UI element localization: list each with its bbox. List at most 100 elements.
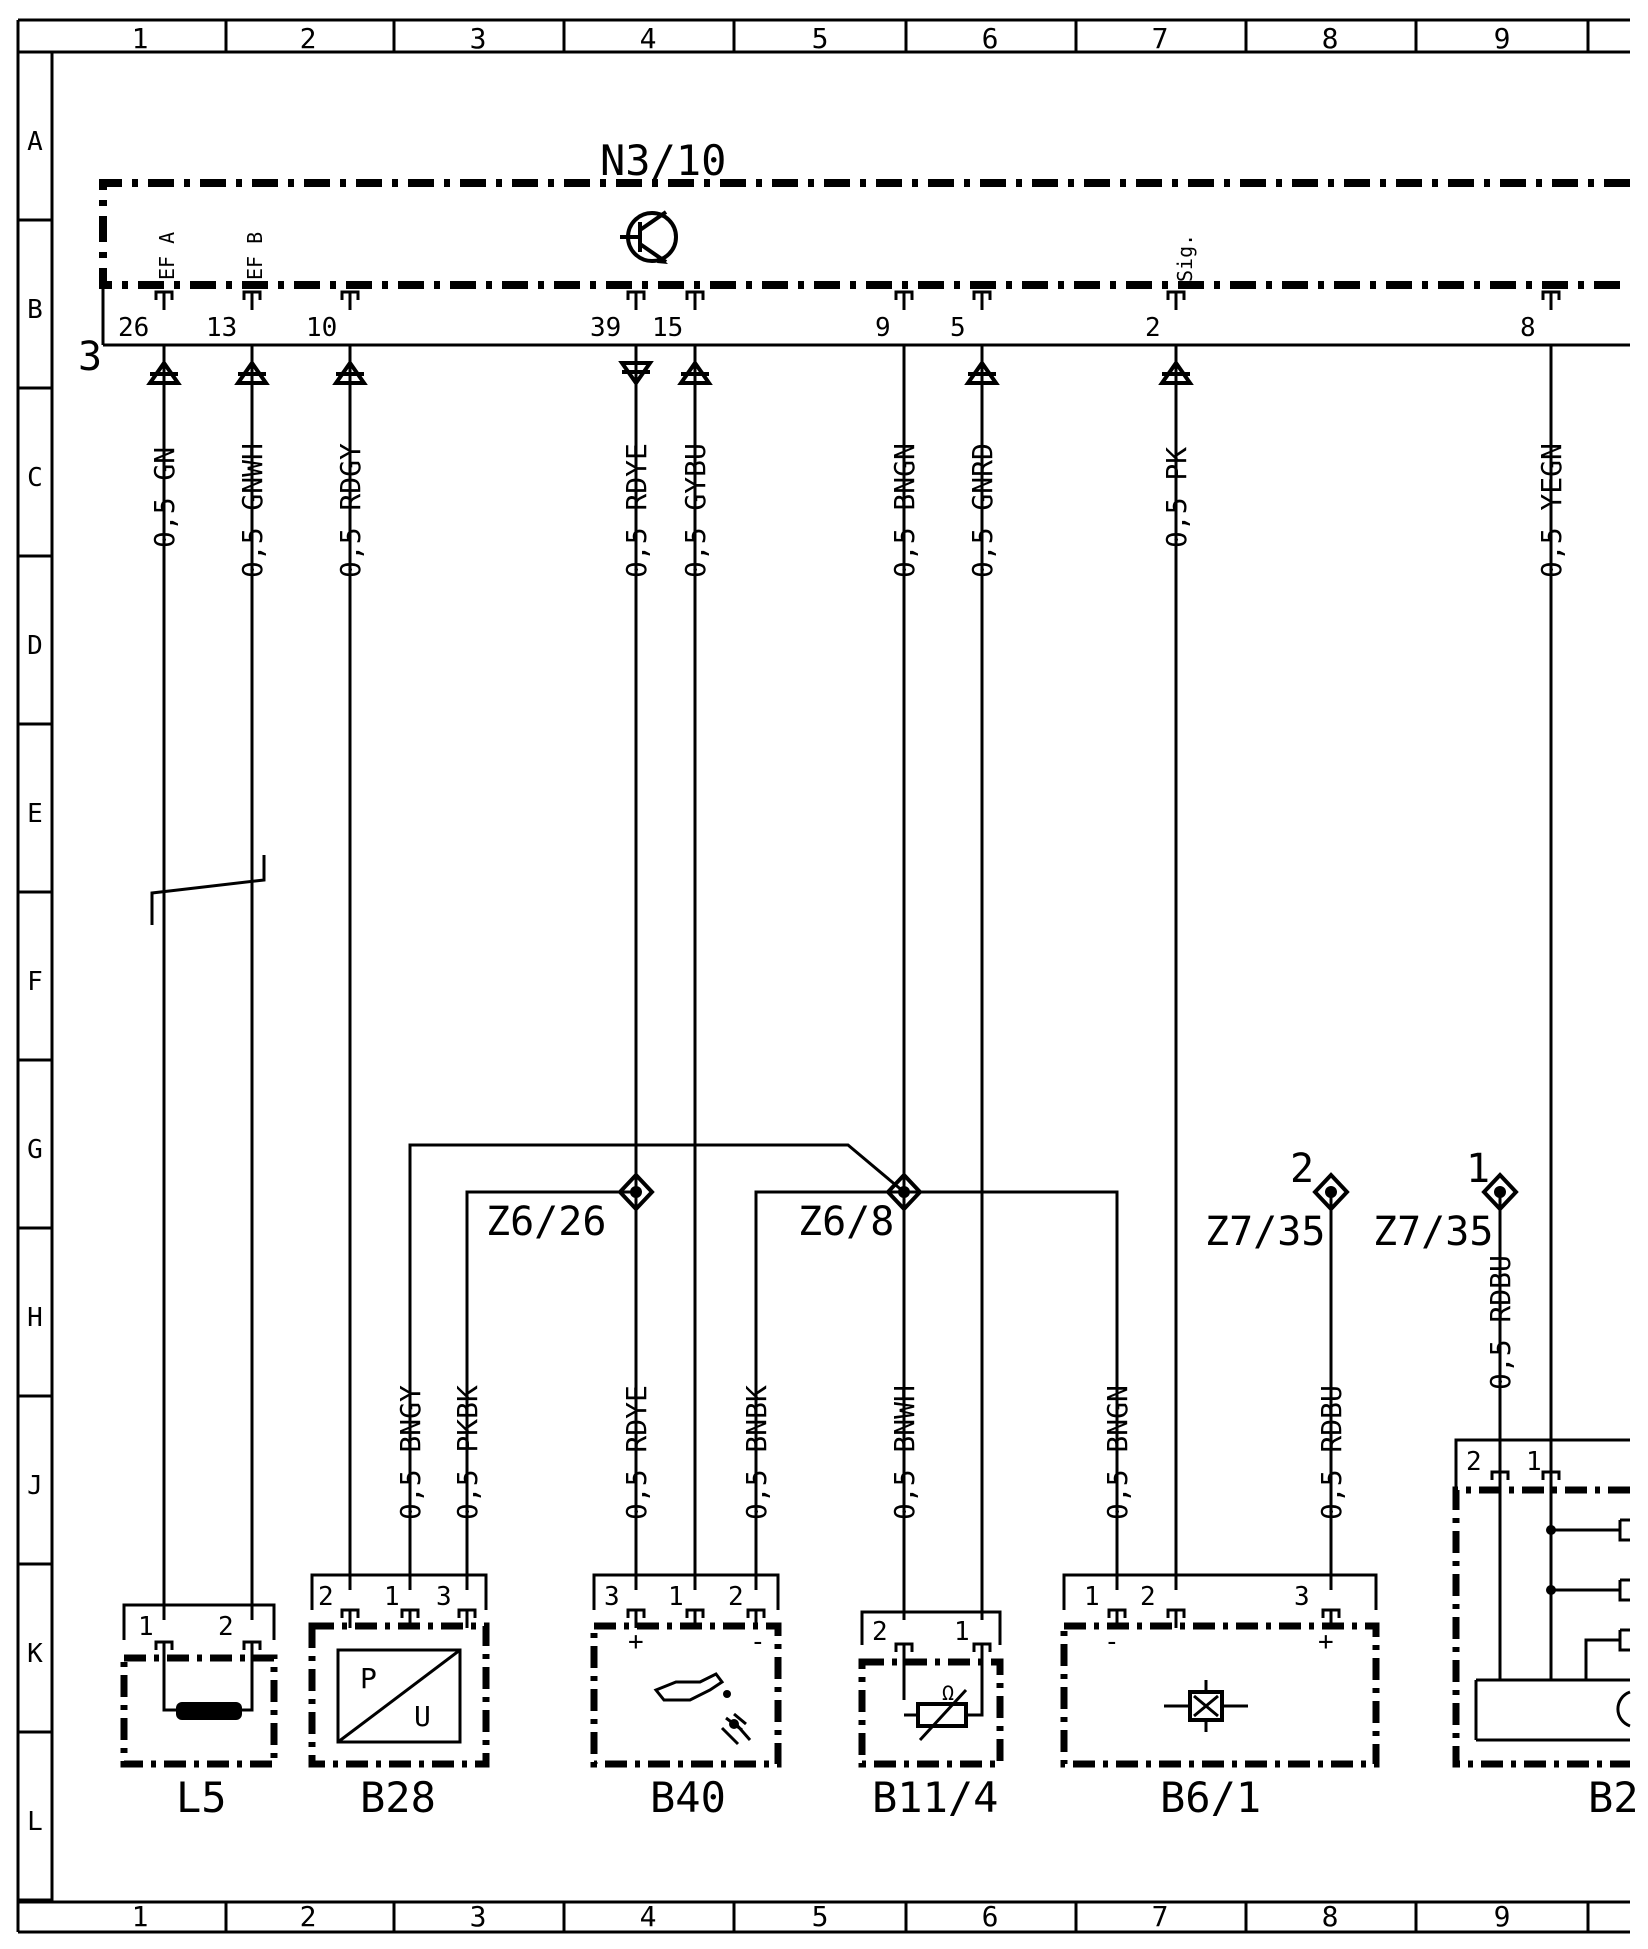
wire-label: 0,5 RDBU [1315,1385,1348,1520]
pin-connector-icon [746,1608,766,1628]
component-b6-1[interactable]: - + 1 2 3 B6/1 [1060,1573,1380,1822]
pin-number: 1 [668,1582,684,1612]
coil-icon [176,1702,242,1720]
pin-number: 2 [1466,1447,1482,1477]
wire-bnbk[interactable] [754,1190,904,1590]
transistor-icon [620,210,678,264]
row-letter: E [27,799,43,829]
pin-connector-icon [154,290,174,310]
pin-number: 3 [604,1582,620,1612]
pin-connector-icon [626,290,646,310]
wire-label: 0,5 YEGN [1535,443,1568,578]
splice-z7-35-pin2[interactable]: Z7/35 2 [1205,1146,1350,1255]
row-letter: A [27,127,43,157]
wire-bngn-lower[interactable] [904,1190,1119,1590]
col-num: 5 [812,22,829,55]
row-letter: L [27,1807,43,1837]
lower-wire-labels: 0,5 BNGY 0,5 PKBK 0,5 RDYE 0,5 BNBK 0,5 … [394,1255,1517,1520]
pin-connector-icon [1166,1608,1186,1628]
control-unit-n3-10[interactable]: N3/10 3 EF A EF B Sig. 26 13 10 39 15 9 … [78,136,1630,380]
column-numbers-top: 1 2 3 4 5 6 7 8 9 [132,22,1511,55]
col-num: 2 [300,22,317,55]
component-pin-marks [154,1470,1561,1662]
pin-connector-icon [340,290,360,310]
pin-number: 2 [1140,1582,1156,1612]
pin-number: 1 [384,1582,400,1612]
component-label: B28 [360,1773,436,1822]
component-label: B40 [650,1773,726,1822]
row-letter: H [27,1303,43,1333]
col-num: 6 [982,1900,999,1933]
component-l5[interactable]: 1 2 L5 [120,1603,278,1822]
pin-connector-icon [1541,290,1561,310]
col-num: 5 [812,1900,829,1933]
sensor-symbol-u: U [414,1700,431,1733]
col-num: 1 [132,1900,149,1933]
pin-number: 3 [436,1582,452,1612]
pin-number: 10 [306,313,337,343]
pin-connector-icon [894,1642,914,1662]
wire-pkbk[interactable] [465,1190,636,1590]
pin-number: 2 [1145,313,1161,343]
pin-number: 1 [954,1617,970,1647]
splice-z7-35-pin1[interactable]: Z7/35 1 [1373,1146,1519,1255]
pin-connector-icon [400,1608,420,1628]
splice-z6-8[interactable]: Z6/8 [798,1172,923,1245]
component-outline [858,1658,1004,1768]
pin-number: 2 [872,1617,888,1647]
component-b11-4[interactable]: Ω 2 1 B11/4 [858,1610,1004,1822]
pin-number: 26 [118,313,149,343]
pin-connector-icon [685,1608,705,1628]
col-num: 1 [132,22,149,55]
pin-number: 1 [138,1612,154,1642]
polarity-plus: + [628,1627,644,1657]
wire-label: 0,5 BNBK [740,1385,773,1520]
wire-label: 0,5 BNGY [394,1385,427,1520]
component-b40[interactable]: + - 3 1 2 B40 [590,1573,782,1822]
pin-connector-icon [1107,1608,1127,1628]
component-outline [1060,1622,1380,1768]
component-b2[interactable]: 2 1 B2 [1452,1438,1639,1822]
component-outline [308,1622,490,1768]
wire-label: 0,5 RDBU [1484,1255,1517,1390]
col-num: 9 [1494,1900,1511,1933]
splice-label: Z7/35 [1373,1209,1493,1255]
sensor-symbol-p: P [360,1662,377,1695]
row-letter: C [27,463,43,493]
oil-sensor-icon [653,1672,752,1746]
row-letter: B [27,295,43,325]
splices: Z6/26 Z6/8 Z7/35 2 Z7/35 1 [486,1146,1519,1255]
pin-number: 9 [875,313,891,343]
col-num: 4 [640,22,657,55]
wire-bngy[interactable] [408,1143,905,1590]
pin-connector-icon [242,290,262,310]
splice-z6-26[interactable]: Z6/26 [486,1172,655,1245]
component-outline [590,1622,782,1768]
polarity-plus: + [1318,1627,1334,1657]
wire-label: 0,5 RDYE [620,1385,653,1520]
pin-connector-icon [242,1640,262,1660]
control-unit-label: N3/10 [600,136,726,185]
wire-label: 0,5 PKBK [451,1385,484,1520]
wire-label: 0,5 RDGY [334,443,367,578]
pressure-sensor-icon [336,1648,462,1744]
pin-connector-icon [1541,1470,1561,1490]
component-label: B6/1 [1160,1773,1261,1822]
row-letter: G [27,1135,43,1165]
pin-number: 2 [318,1582,334,1612]
control-unit-pin-marks [154,290,1561,310]
wire-label: 0,5 GNRD [966,443,999,578]
component-b28[interactable]: P U 2 1 3 B28 [308,1573,490,1822]
connector-label: 3 [78,334,102,380]
pin-number: 5 [950,313,966,343]
temperature-sensor-icon: Ω [902,1660,984,1742]
splice-label: Z7/35 [1205,1209,1325,1255]
pin-number: 3 [1294,1582,1310,1612]
component-label: L5 [176,1773,227,1822]
pin-number: 8 [1520,313,1536,343]
col-num: 9 [1494,22,1511,55]
component-outline [1452,1486,1630,1768]
pin-number: 1 [1526,1447,1542,1477]
pin-connector-icon [1166,290,1186,310]
